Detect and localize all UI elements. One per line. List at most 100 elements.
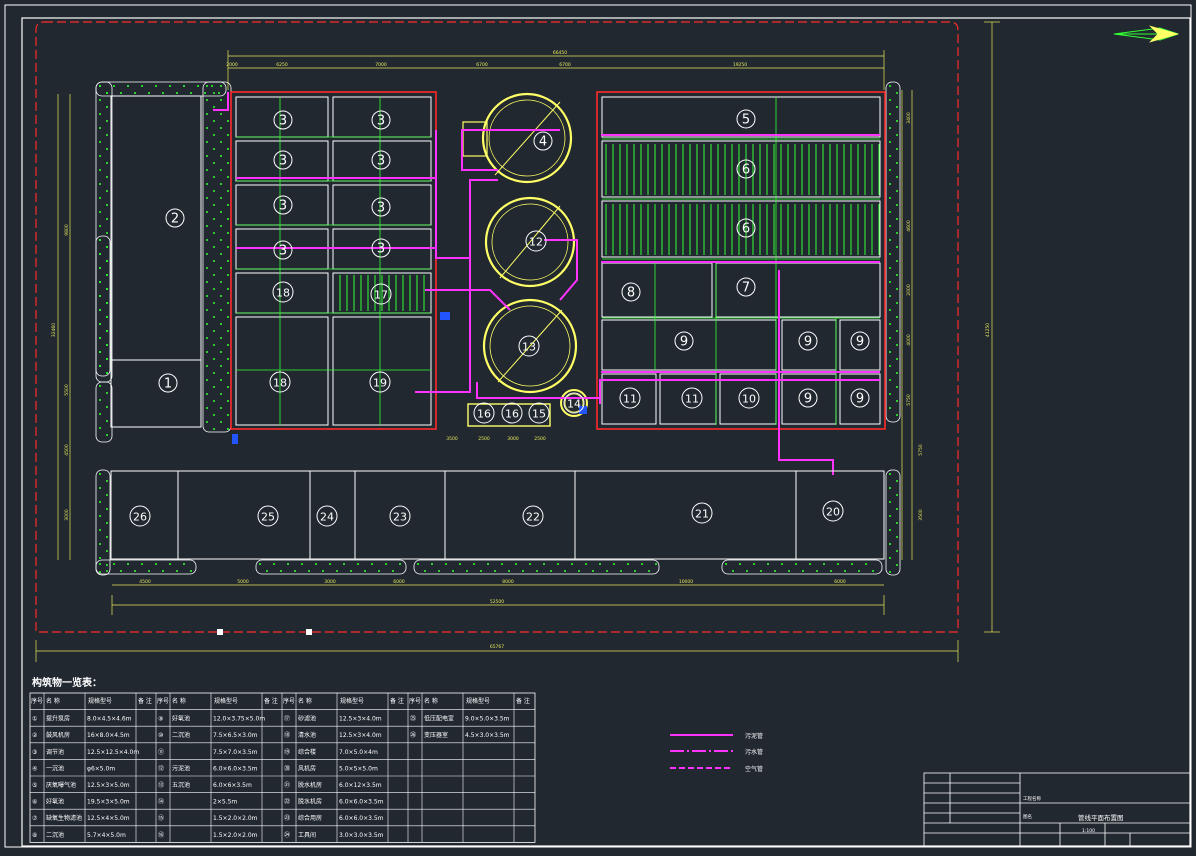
hedge-dot: [732, 570, 734, 572]
table-cell-no: ⑱: [284, 731, 290, 739]
table-cell-no: ⑪: [158, 748, 164, 756]
hedge-dot: [858, 570, 860, 572]
building-label-circle: [316, 505, 338, 527]
hedge-dot: [896, 494, 898, 496]
building-label-circle: [738, 387, 760, 409]
hedge-dot: [227, 372, 229, 374]
hedge-dot: [227, 260, 229, 262]
table-cell-spec: 12.5×3×4.0m: [339, 732, 382, 739]
hedge-dot: [206, 99, 208, 101]
table-header-cell: 备 注: [264, 697, 278, 705]
hedge-dot: [206, 379, 208, 381]
svg-text:3500: 3500: [918, 509, 924, 521]
table-cell-no: ⑲: [284, 748, 290, 756]
hedge-dot: [106, 302, 108, 304]
hedge-dot: [99, 169, 101, 171]
hedge-strip: [95, 559, 197, 575]
table-cell-no: ①: [32, 716, 37, 723]
hedge-dot: [220, 295, 222, 297]
hedge-dot: [190, 92, 192, 94]
hedge-dot: [206, 211, 208, 213]
hedge-dot: [148, 92, 150, 94]
hedge-dot: [220, 421, 222, 423]
hedge-dot: [889, 407, 891, 409]
hedge-dot: [169, 85, 171, 87]
hedge-dot: [896, 372, 898, 374]
hedge-dot: [99, 267, 101, 269]
hedge-dot: [896, 386, 898, 388]
hedge-dot: [641, 563, 643, 565]
hedge-dot: [206, 197, 208, 199]
table-header-cell: 名 称: [424, 697, 438, 705]
table-header-cell: 备 注: [390, 697, 404, 705]
hedge-dot: [896, 550, 898, 552]
hedge-dot: [487, 563, 489, 565]
building-number-label: 9: [680, 335, 688, 350]
hedge-dot: [227, 358, 229, 360]
hedge-dot: [120, 570, 122, 572]
hedge-dot: [99, 501, 101, 503]
hedge-dot: [206, 253, 208, 255]
hedge-dot: [501, 563, 503, 565]
hedge-dot: [155, 563, 157, 565]
building-number-label: 3: [279, 244, 287, 259]
hedge-dot: [106, 372, 108, 374]
table-cell-name: 一沉池: [46, 764, 64, 772]
hedge-dot: [585, 563, 587, 565]
hedge-strip: [95, 381, 113, 443]
tank-cell: [839, 373, 881, 425]
hedge-dot: [227, 428, 229, 430]
hedge-dot: [399, 563, 401, 565]
building-number-label: 23: [393, 511, 407, 524]
hedge-dot: [896, 148, 898, 150]
table-cell-spec: 9.0×5.0×3.5m: [465, 716, 510, 723]
hedge-dot: [206, 365, 208, 367]
hedge-dot: [889, 99, 891, 101]
hedge-dot: [896, 134, 898, 136]
building-number-label: 22: [526, 511, 540, 524]
pipelines: [213, 92, 880, 475]
table-cell-name: 变压器室: [424, 731, 448, 739]
table-cell-no: ③: [32, 749, 37, 756]
building-label-circle: [850, 331, 870, 351]
hedge-dot: [889, 487, 891, 489]
hedge-dot: [206, 113, 208, 115]
table-cell-spec: 3.0×3.0×3.5m: [339, 832, 384, 839]
hedge-strip: [95, 469, 111, 576]
tank-cell: [601, 319, 777, 371]
table-cell-no: ㉖: [410, 731, 416, 739]
table-cell-name: 工具间: [298, 831, 316, 839]
hedge-dot: [176, 570, 178, 572]
hedge-dot: [220, 85, 222, 87]
hedge-dot: [774, 570, 776, 572]
hedge-dot: [206, 393, 208, 395]
building-label-circle: [129, 505, 151, 527]
table-cell-spec: 1.5×2.0×2.0m: [213, 832, 258, 839]
tank-cell: [715, 262, 881, 318]
hedge-dot: [865, 563, 867, 565]
hedge-dot: [767, 563, 769, 565]
hedge-dot: [213, 414, 215, 416]
table-cell-no: ⑭: [158, 798, 164, 806]
hedge-dot: [206, 281, 208, 283]
hedge-dot: [536, 570, 538, 572]
building-label-circle: [850, 388, 870, 408]
hedge-dot: [896, 480, 898, 482]
hedge-dot: [220, 393, 222, 395]
hedge-dot: [213, 288, 215, 290]
tank-cell: [601, 373, 657, 425]
hedge-dot: [889, 239, 891, 241]
hedge-dot: [213, 386, 215, 388]
table-cell-spec: 8.0×4.5×4.6m: [87, 716, 132, 723]
hedge-dot: [889, 557, 891, 559]
building-label-circle: [518, 335, 540, 357]
hedge-dot: [183, 563, 185, 565]
hedge-dot: [127, 85, 129, 87]
green-structural-lines: [236, 97, 880, 425]
hedge-dot: [99, 295, 101, 297]
building-label-circle: [563, 392, 585, 414]
table-cell-name: 清水池: [298, 731, 316, 739]
hedge-dot: [206, 323, 208, 325]
hedge-dot: [106, 564, 108, 566]
